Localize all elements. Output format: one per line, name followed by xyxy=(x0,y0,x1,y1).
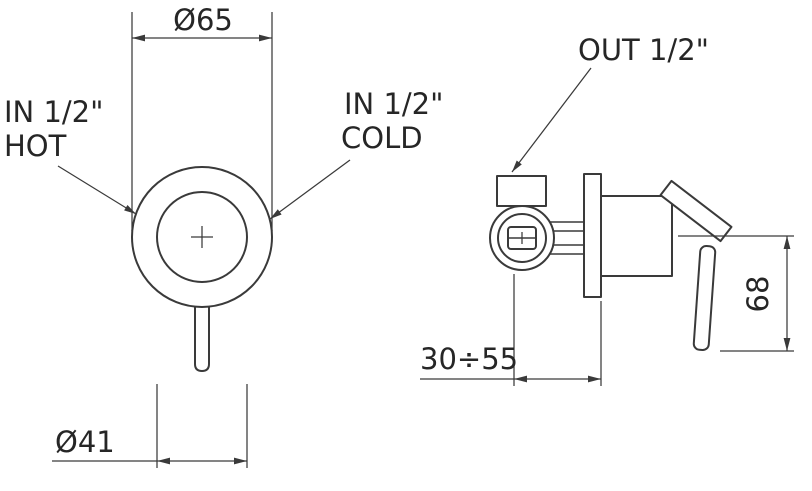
arrowhead-right xyxy=(588,375,601,383)
hot-leader-line xyxy=(57,165,137,215)
dim-label-installation-depth: 30÷55 xyxy=(420,342,518,376)
arrowhead-bottom xyxy=(783,338,791,351)
cold-inlet-callout: IN 1/2" COLD xyxy=(269,87,443,220)
cold-inlet-label-line2: COLD xyxy=(341,121,423,155)
side-view xyxy=(489,173,733,351)
hot-inlet-label-line1: IN 1/2" xyxy=(4,95,103,129)
cold-leader-line xyxy=(269,159,351,220)
front-view xyxy=(131,166,273,372)
outlet-callout: OUT 1/2" xyxy=(511,33,709,173)
outlet-leader-line xyxy=(511,67,592,173)
arrowhead-right xyxy=(234,457,247,465)
front-view-dimensions: Ø65 Ø41 IN 1/2" HOT IN 1/2" COLD xyxy=(4,3,443,468)
outlet-leader-arrowhead xyxy=(512,160,522,172)
wall-plate-side xyxy=(583,173,602,298)
handle-cap-side xyxy=(659,179,733,243)
dim-installation-depth: 30÷55 xyxy=(420,274,602,386)
dim-inner-diameter: Ø41 xyxy=(52,384,248,468)
side-view-dimensions: OUT 1/2" 30÷55 68 xyxy=(420,33,794,386)
hot-leader-arrowhead xyxy=(124,205,136,214)
dim-handle-height: 68 xyxy=(678,235,794,352)
arrowhead-left xyxy=(157,457,170,465)
dim-label-handle-height: 68 xyxy=(741,276,775,313)
mixer-body-side xyxy=(600,195,673,277)
cold-inlet-label-line1: IN 1/2" xyxy=(344,87,443,121)
arrowhead-left xyxy=(132,34,145,42)
arrowhead-right xyxy=(259,34,272,42)
hot-inlet-label-line2: HOT xyxy=(4,129,67,163)
hot-inlet-callout: IN 1/2" HOT xyxy=(4,95,137,215)
handle-rod-side xyxy=(692,245,717,351)
arrowhead-top xyxy=(783,236,791,249)
cold-leader-arrowhead xyxy=(270,209,282,219)
dim-outer-diameter: Ø65 xyxy=(131,3,273,231)
dim-label-inner-diameter: Ø41 xyxy=(55,425,115,459)
outlet-port xyxy=(496,175,547,207)
dim-label-outer-diameter: Ø65 xyxy=(173,3,233,37)
outlet-label: OUT 1/2" xyxy=(578,33,709,67)
arrowhead-left xyxy=(514,375,527,383)
